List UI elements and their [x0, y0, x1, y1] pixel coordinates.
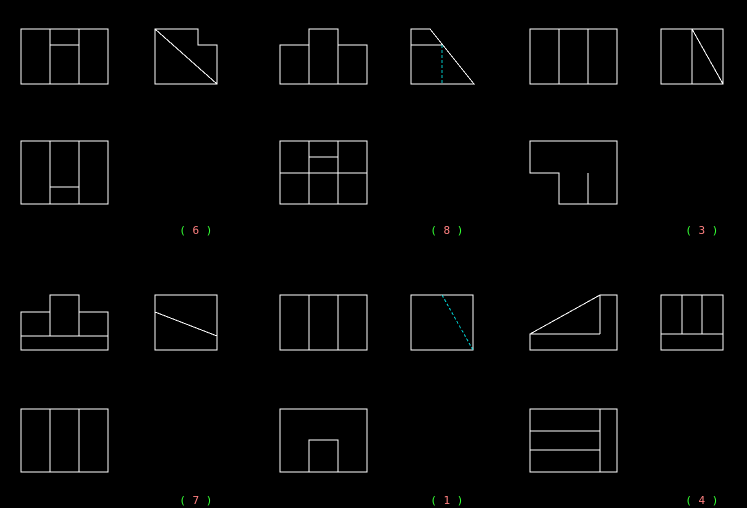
label-open-paren: ( — [685, 494, 692, 507]
label-close-paren: ) — [456, 224, 464, 237]
label-open-paren: ( — [430, 224, 437, 237]
problem-3-side-view — [660, 28, 724, 85]
label-close-paren: ) — [711, 494, 719, 507]
view-outline — [660, 294, 724, 351]
label-number: 1 — [443, 494, 451, 507]
view-outline — [20, 28, 109, 85]
problem-1-front-view — [279, 294, 368, 351]
problem-label-1: ( 1 ) — [417, 480, 463, 508]
problem-label-8: ( 8 ) — [417, 210, 463, 238]
label-open-paren: ( — [685, 224, 692, 237]
problem-4-top-view — [529, 408, 618, 473]
view-outline — [154, 294, 218, 351]
label-open-paren: ( — [179, 224, 186, 237]
edge-line — [154, 311, 218, 337]
view-outline — [529, 140, 618, 205]
problem-label-3: ( 3 ) — [672, 210, 718, 238]
view-outline — [410, 28, 476, 85]
edge-line — [691, 28, 724, 85]
label-number: 8 — [443, 224, 451, 237]
view-outline — [308, 439, 339, 473]
label-open-paren: ( — [430, 494, 437, 507]
label-number: 4 — [698, 494, 706, 507]
hidden-line — [441, 294, 474, 351]
problem-7-top-view — [20, 408, 109, 473]
problem-8-side-view — [410, 28, 476, 85]
problem-1-side-view — [410, 294, 474, 351]
view-outline — [279, 28, 368, 85]
label-open-paren: ( — [179, 494, 186, 507]
view-outline — [20, 408, 109, 473]
problem-label-4: ( 4 ) — [672, 480, 718, 508]
label-number: 3 — [698, 224, 706, 237]
problem-1-top-view — [279, 408, 368, 473]
label-number: 7 — [192, 494, 200, 507]
problem-4-front-view — [529, 294, 618, 351]
view-outline — [529, 408, 618, 473]
problem-7-side-view — [154, 294, 218, 351]
problem-7-front-view — [20, 294, 109, 351]
edge-line — [154, 28, 218, 85]
view-outline — [529, 28, 618, 85]
view-outline — [279, 294, 368, 351]
label-close-paren: ) — [456, 494, 464, 507]
problem-6-front-view — [20, 28, 109, 85]
problem-6-top-view — [20, 140, 109, 205]
view-outline — [410, 294, 474, 351]
problem-8-front-view — [279, 28, 368, 85]
label-number: 6 — [192, 224, 200, 237]
problem-3-front-view — [529, 28, 618, 85]
label-close-paren: ) — [711, 224, 719, 237]
view-outline — [20, 140, 109, 205]
problem-8-top-view — [279, 140, 368, 205]
problem-4-side-view — [660, 294, 724, 351]
problem-3-top-view — [529, 140, 618, 205]
view-outline — [529, 294, 618, 351]
problem-6-side-view — [154, 28, 218, 85]
view-outline — [154, 28, 218, 85]
problem-label-6: ( 6 ) — [166, 210, 212, 238]
problem-label-7: ( 7 ) — [166, 480, 212, 508]
label-close-paren: ) — [205, 224, 213, 237]
label-close-paren: ) — [205, 494, 213, 507]
view-outline — [20, 294, 109, 351]
